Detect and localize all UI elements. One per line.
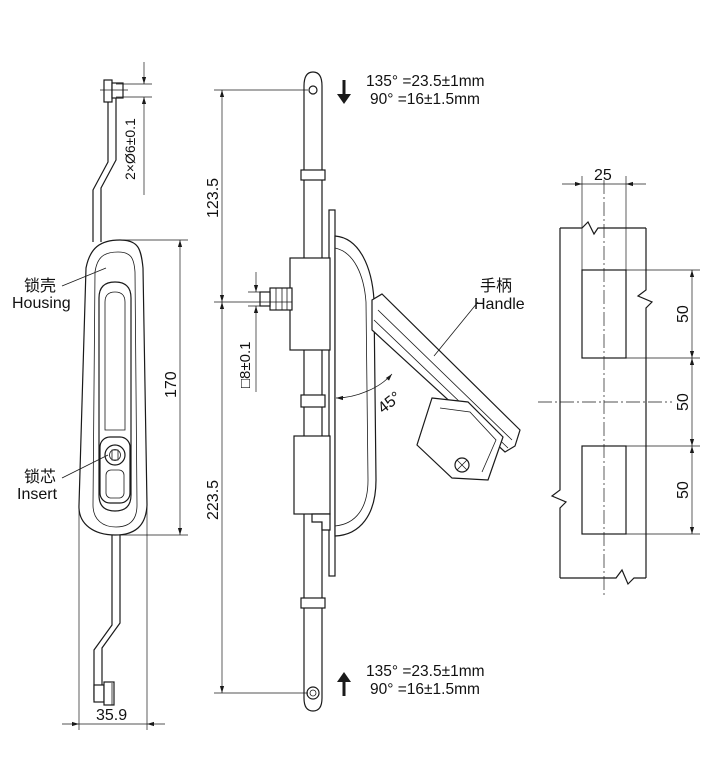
handle-label-en: Handle	[474, 296, 525, 313]
slot-bottom-dim: 50	[675, 481, 692, 499]
front-top-pin	[100, 79, 128, 103]
up-arrow-icon	[337, 672, 351, 682]
front-view: 2×Ø6±0.1 170 35.9 锁壳 Housing 锁芯 Insert	[12, 62, 188, 730]
height-dim: 170	[163, 371, 180, 398]
slot-top-dim: 50	[675, 305, 692, 323]
rod-guide-bottom	[300, 597, 326, 609]
down-arrow-icon	[337, 94, 351, 104]
side-bottom-hole	[306, 686, 320, 700]
cutout-view: 25 50 50 50	[538, 167, 700, 598]
front-bottom-pin	[93, 681, 115, 706]
side-top-hole	[308, 85, 318, 95]
top-note-90: 90° =16±1.5mm	[370, 91, 480, 108]
rod-guide-mid	[300, 394, 326, 408]
lower-dim: 223.5	[205, 480, 222, 520]
front-rod-top	[92, 92, 109, 242]
panel-right-edge	[636, 228, 654, 578]
opened-handle	[371, 293, 521, 481]
housing-leader	[61, 267, 107, 287]
side-rod	[303, 71, 323, 712]
handle-lock-block	[416, 397, 504, 481]
angle-arc	[335, 373, 393, 401]
insert-label-cn: 锁芯	[24, 468, 56, 486]
front-rod-bottom-edge	[101, 535, 121, 700]
hole-diameter-dim: 2×Ø6±0.1	[122, 118, 138, 180]
insert-leader	[61, 454, 109, 479]
front-rod-bottom	[93, 535, 113, 700]
lock-body-upper	[289, 257, 331, 351]
panel-break-bottom	[560, 568, 646, 586]
insert-label-en: Insert	[17, 486, 58, 503]
housing-label-en: Housing	[12, 295, 71, 312]
top-note-135: 135° =23.5±1mm	[366, 73, 485, 90]
width-dim: 35.9	[96, 707, 127, 724]
rod-guide-top	[300, 169, 326, 181]
bottom-note-90: 90° =16±1.5mm	[370, 681, 480, 698]
square-shaft	[259, 287, 293, 311]
handle-leader	[433, 301, 479, 357]
gap-dim: 50	[675, 393, 692, 411]
square-shaft-dim: □8±0.1	[237, 342, 254, 389]
bottom-note-135: 135° =23.5±1mm	[366, 663, 485, 680]
panel-left-edge	[550, 228, 568, 578]
housing-bezel	[92, 251, 138, 528]
latch-clip	[311, 513, 331, 531]
front-rod-top-edge	[100, 92, 117, 242]
housing-label-cn: 锁壳	[24, 277, 56, 295]
lock-insert	[99, 436, 131, 504]
angle-dim: 45°	[375, 389, 405, 417]
side-view: 45° 手柄 Handle 123.5 223.5 □8±0.1 135° =2…	[205, 71, 525, 712]
handle-label-cn: 手柄	[480, 277, 512, 295]
lock-body-lower	[293, 435, 331, 515]
panel-break-top	[560, 220, 646, 236]
cutout-width-dim: 25	[594, 167, 612, 184]
side-housing	[334, 235, 377, 537]
upper-dim: 123.5	[205, 178, 222, 218]
handle-grip	[104, 291, 126, 431]
